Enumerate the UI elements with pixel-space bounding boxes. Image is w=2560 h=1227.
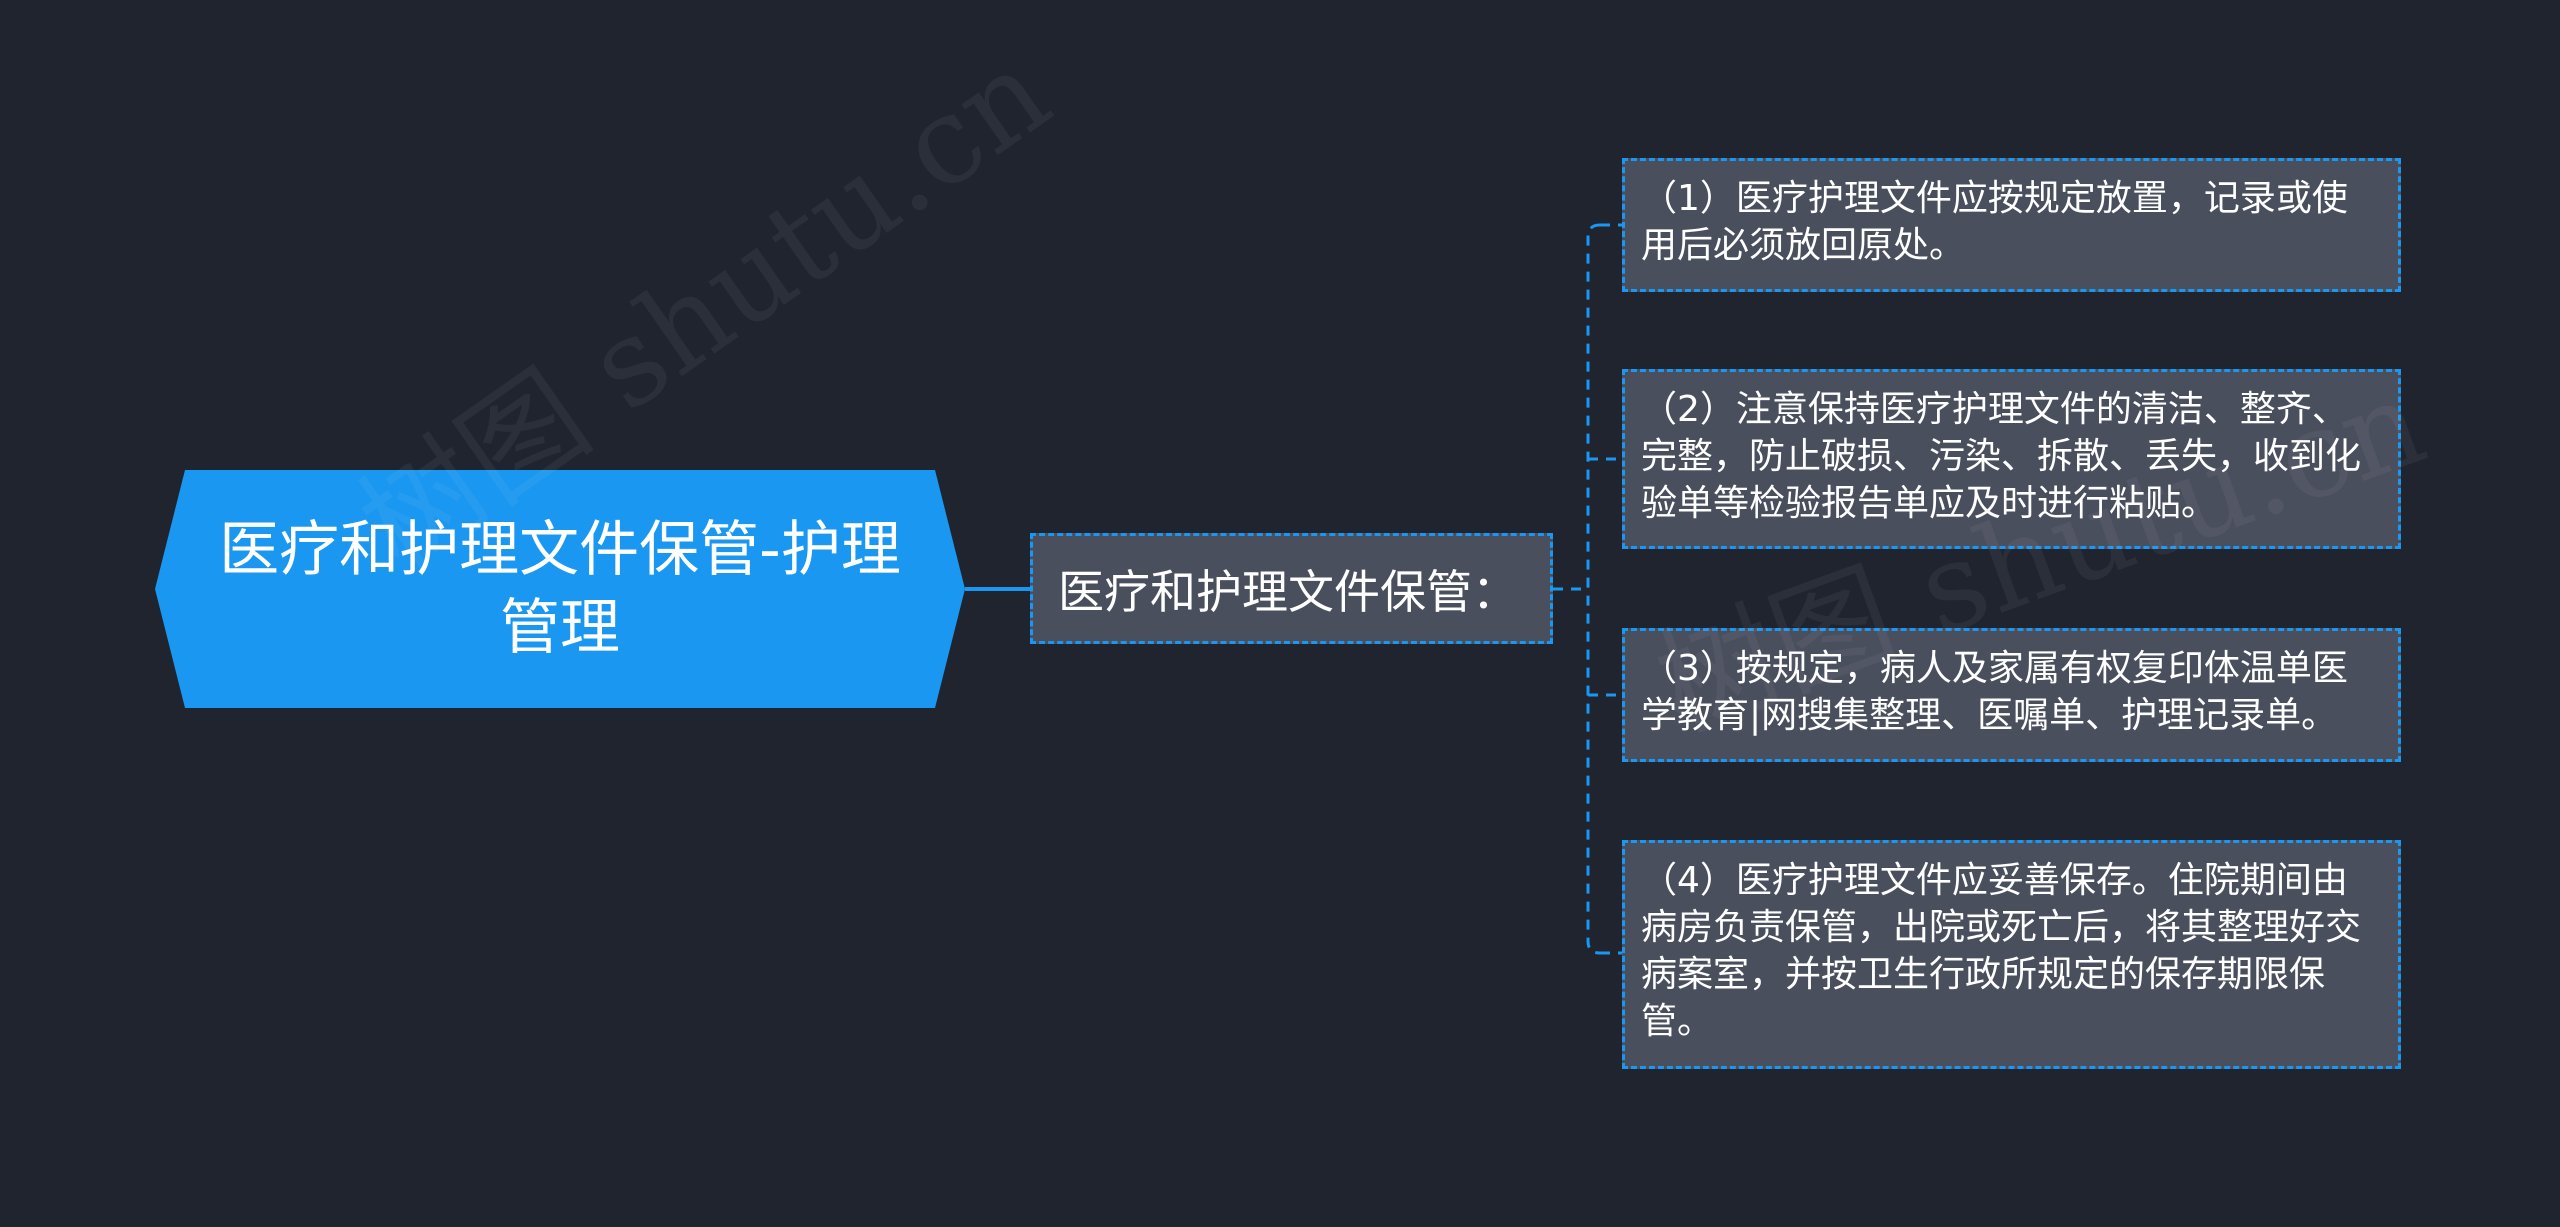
root-topic-node[interactable]: 医疗和护理文件保管-护理管理 [155, 470, 965, 708]
leaf-topic-1-label: （1）医疗护理文件应按规定放置，记录或使用后必须放回原处。 [1641, 178, 2348, 266]
leaf-topic-3[interactable]: （3）按规定，病人及家属有权复印体温单医学教育|网搜集整理、医嘱单、护理记录单。 [1622, 628, 2401, 762]
root-topic-label: 医疗和护理文件保管-护理管理 [219, 515, 901, 663]
leaf-topic-4[interactable]: （4）医疗护理文件应妥善保存。住院期间由病房负责保管，出院或死亡后，将其整理好交… [1622, 840, 2401, 1069]
branch-topic-node[interactable]: 医疗和护理文件保管： [1030, 533, 1553, 644]
leaf-topic-4-label: （4）医疗护理文件应妥善保存。住院期间由病房负责保管，出院或死亡后，将其整理好交… [1641, 860, 2362, 1042]
connector-spine [1586, 223, 1601, 955]
leaf-topic-1[interactable]: （1）医疗护理文件应按规定放置，记录或使用后必须放回原处。 [1622, 158, 2401, 292]
leaf-topic-2[interactable]: （2）注意保持医疗护理文件的清洁、整齐、完整，防止破损、污染、拆散、丢失，收到化… [1622, 369, 2401, 549]
leaf-topic-3-label: （3）按规定，病人及家属有权复印体温单医学教育|网搜集整理、医嘱单、护理记录单。 [1641, 648, 2348, 736]
leaf-topic-2-label: （2）注意保持医疗护理文件的清洁、整齐、完整，防止破损、污染、拆散、丢失，收到化… [1641, 389, 2362, 524]
branch-topic-label: 医疗和护理文件保管： [1058, 564, 1518, 619]
